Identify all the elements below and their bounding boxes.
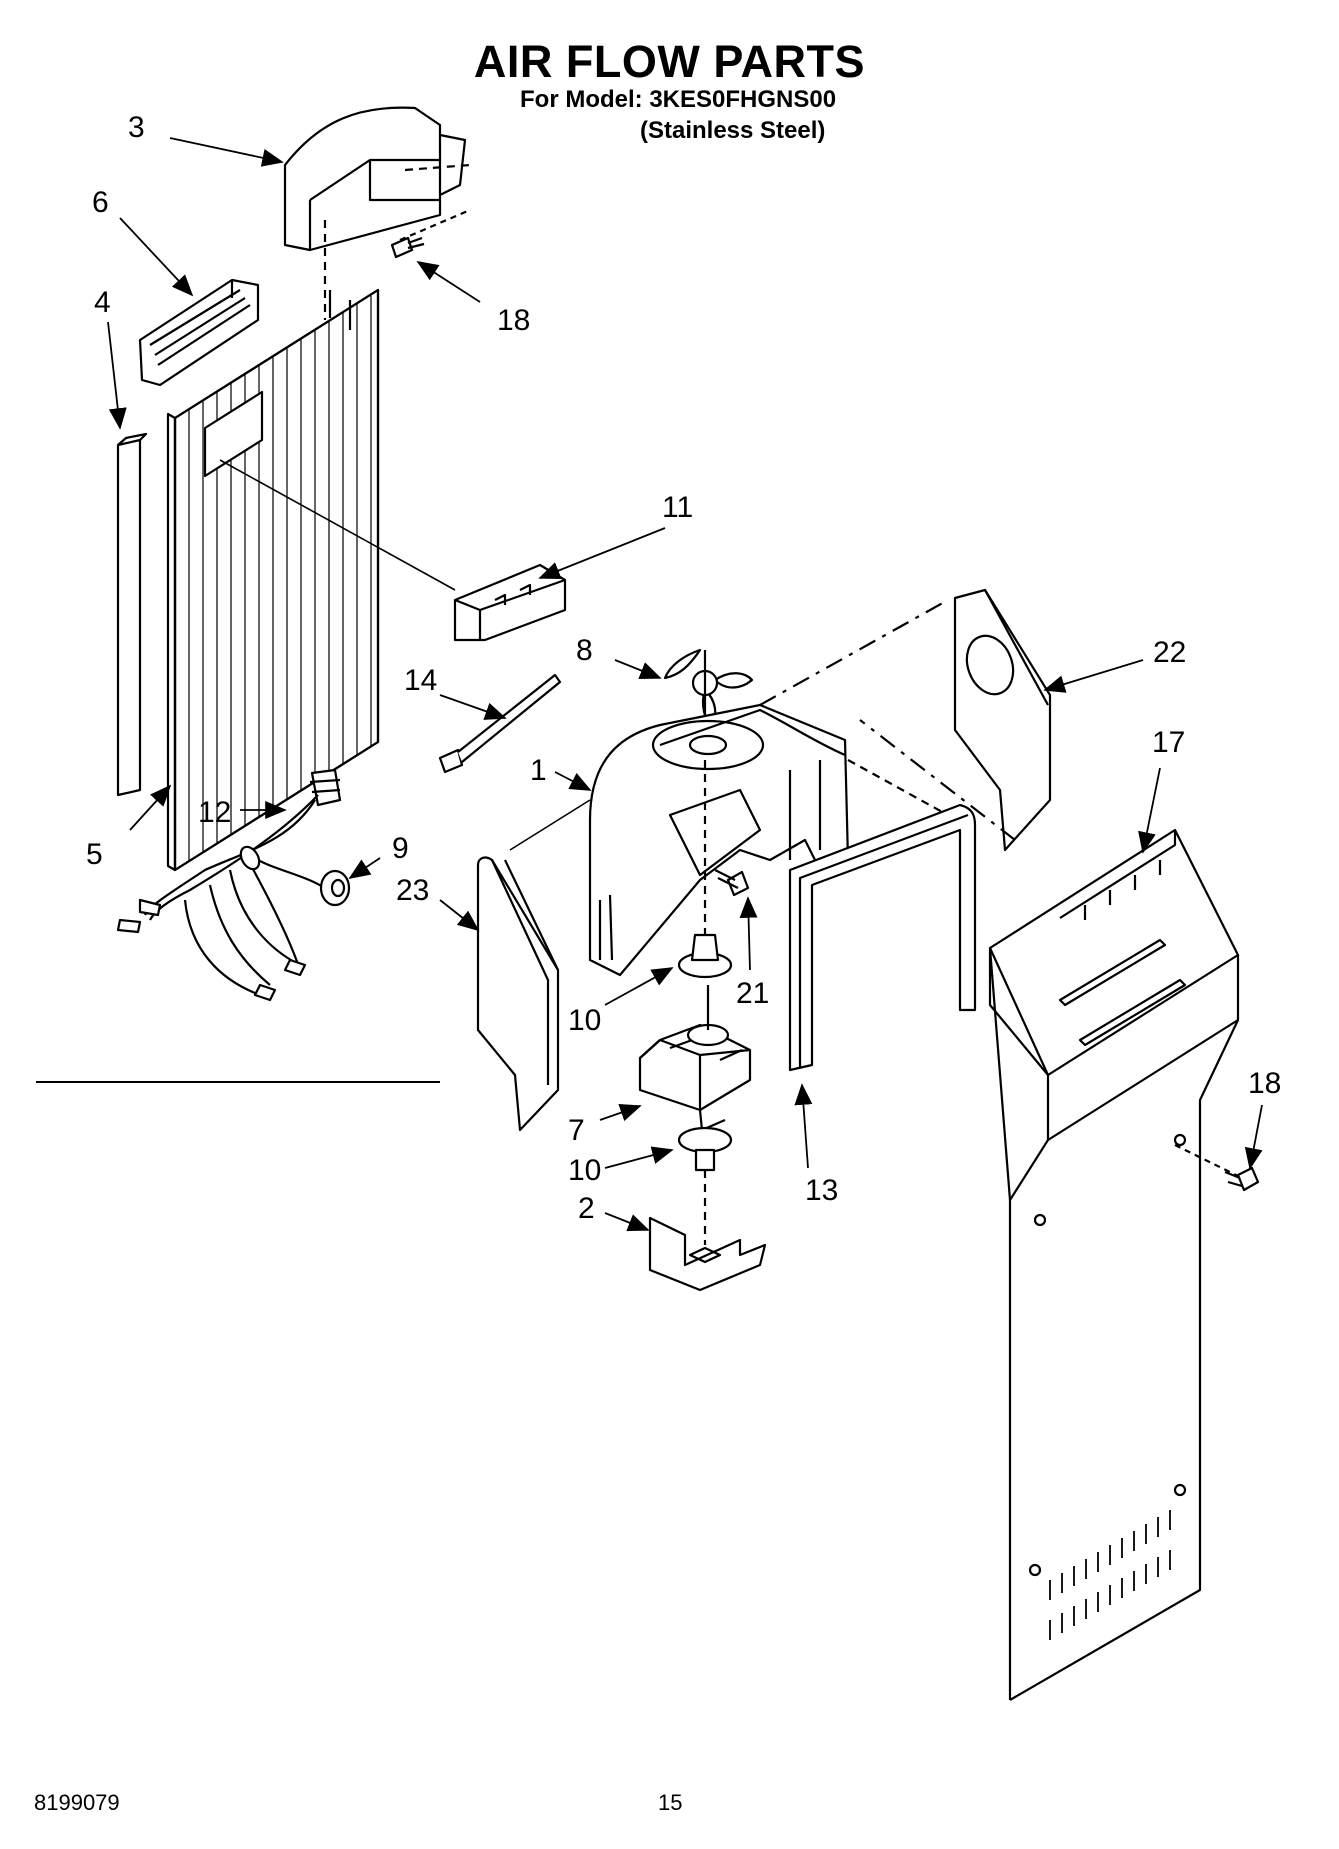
callout-23: 23 (396, 874, 429, 907)
callout-3: 3 (128, 111, 145, 144)
model-line: For Model: 3KES0FHGNS00 (520, 86, 837, 113)
footer-page-number: 15 (658, 1790, 683, 1815)
callout-13: 13 (805, 1174, 838, 1207)
callout-1: 1 (530, 754, 547, 787)
page-header: AIR FLOW PARTS For Model: 3KES0FHGNS00 (… (0, 0, 1339, 150)
footer-part-number: 8199079 (34, 1790, 120, 1815)
callout-6: 6 (92, 186, 109, 219)
callout-labels: 3 6 4 18 11 8 14 22 1 17 12 5 9 23 21 10… (86, 111, 1281, 1225)
part-18-screw-top (390, 208, 471, 259)
callout-14: 14 (404, 664, 437, 697)
part-3-duct-cover (283, 106, 471, 252)
part-12-wire-harness (116, 768, 342, 1002)
callout-12: 12 (198, 796, 231, 829)
callout-18-right: 18 (1248, 1067, 1281, 1100)
part-1-fan-housing (509, 599, 976, 977)
callout-21: 21 (736, 977, 769, 1010)
part-13-u-seal (788, 803, 977, 1072)
callout-11: 11 (662, 491, 693, 524)
part-7-fan-motor (638, 985, 752, 1132)
page-title: AIR FLOW PARTS (473, 36, 866, 87)
part-6-vent-grille (138, 278, 260, 387)
part-5-rear-panel (166, 220, 456, 872)
callout-22: 22 (1153, 636, 1186, 669)
callout-10-lower: 10 (568, 1154, 601, 1187)
callout-4: 4 (94, 286, 111, 319)
callout-5: 5 (86, 838, 103, 871)
callout-2: 2 (578, 1192, 595, 1225)
callout-8: 8 (576, 634, 593, 667)
part-22-side-duct-right (859, 588, 1052, 852)
part-23-side-duct (476, 856, 560, 1132)
part-11-bracket (453, 563, 567, 642)
part-10-grommet-lower (677, 1126, 733, 1245)
part-21-screw (714, 869, 750, 897)
callout-18-top: 18 (497, 304, 530, 337)
callout-7: 7 (568, 1114, 585, 1147)
part-9-grommet (319, 869, 351, 907)
callout-9: 9 (392, 832, 409, 865)
part-8-fan-blade (663, 648, 754, 730)
part-18-screw-right (1174, 1144, 1260, 1192)
part-2-motor-bracket (648, 1216, 767, 1292)
leader-arrows (107, 137, 1263, 1232)
part-10-grommet-upper (677, 933, 733, 979)
material-line: (Stainless Steel) (640, 117, 826, 144)
part-4-foam-strip (116, 432, 148, 797)
callout-17: 17 (1152, 726, 1185, 759)
part-17-front-panel (988, 828, 1240, 1701)
callout-10-upper: 10 (568, 1004, 601, 1037)
